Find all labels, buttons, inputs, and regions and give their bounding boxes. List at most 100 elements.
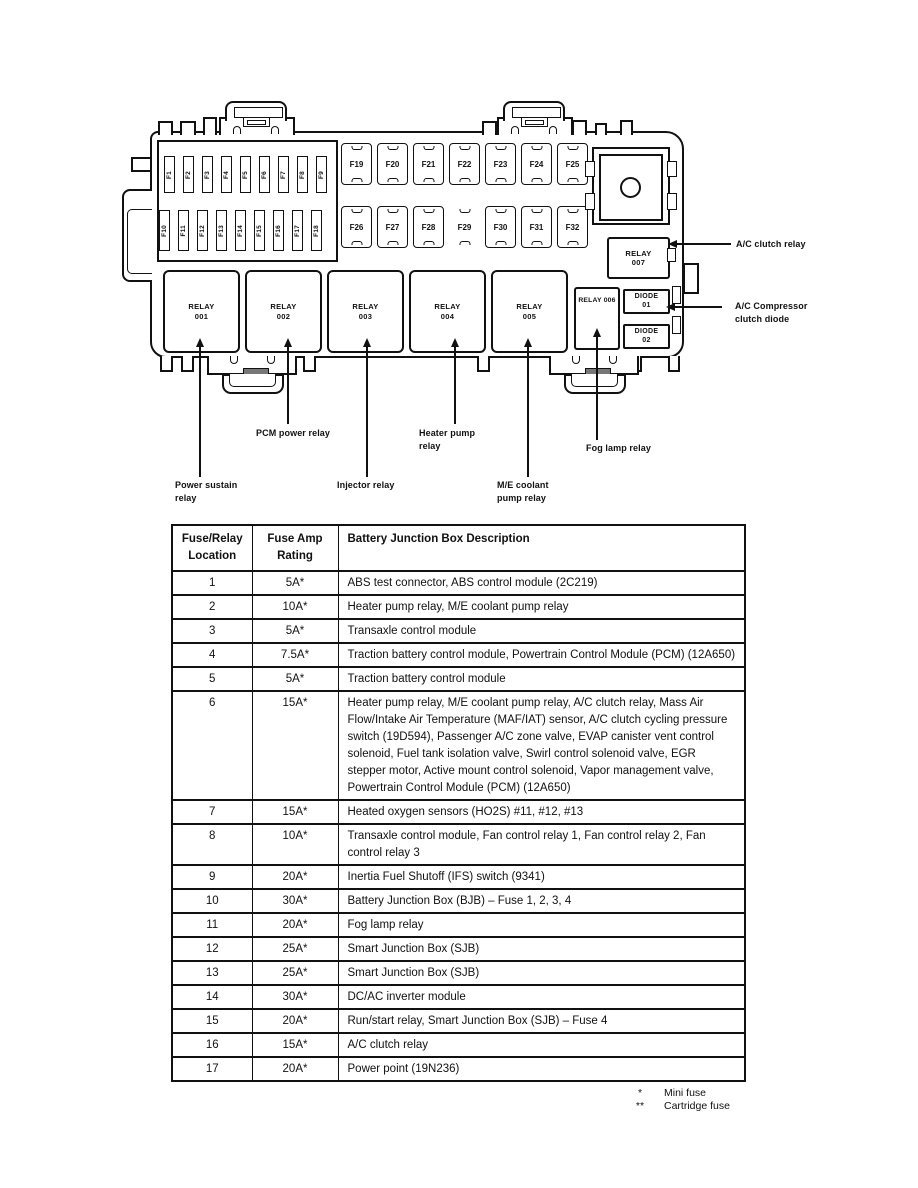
col-header-description: Battery Junction Box Description	[337, 524, 746, 572]
left-step	[131, 157, 152, 172]
right-protrusion	[683, 263, 699, 294]
fuse: F18	[311, 210, 322, 251]
fuse: F20	[377, 143, 408, 185]
fuse: F28	[413, 206, 444, 248]
relay-007: RELAY 007	[607, 237, 670, 279]
fuse: F1	[164, 156, 175, 193]
cell-amp: 15A*	[251, 799, 339, 825]
top-bump	[203, 117, 217, 135]
cell-desc: Heated oxygen sensors (HO2S) #11, #12, #…	[337, 799, 746, 825]
cell-desc: Smart Junction Box (SJB)	[337, 960, 746, 986]
fuse: F22	[449, 143, 480, 185]
callout-line	[454, 347, 456, 424]
cell-location: 14	[171, 984, 253, 1010]
cell-amp: 5A*	[251, 570, 339, 596]
cell-amp: 25A*	[251, 960, 339, 986]
cell-desc: Traction battery control module, Powertr…	[337, 642, 746, 668]
top-connector-leg	[271, 126, 279, 134]
fuse: F8	[297, 156, 308, 193]
component-tab	[585, 193, 595, 210]
fuse: F10	[159, 210, 170, 251]
cell-location: 5	[171, 666, 253, 692]
footnote-mini-fuse: *Mini fuse	[632, 1087, 730, 1100]
cell-location: 17	[171, 1056, 253, 1082]
footnote-symbol: **	[635, 1100, 645, 1112]
diode-label: 02	[642, 336, 651, 344]
cell-amp: 25A*	[251, 936, 339, 962]
relay-007-tab	[667, 248, 676, 262]
top-connector-slot	[512, 107, 561, 118]
cell-desc: Smart Junction Box (SJB)	[337, 936, 746, 962]
cell-location: 8	[171, 823, 253, 866]
relay-label: RELAY 006	[578, 297, 616, 304]
top-connector-notch-inner	[247, 120, 266, 125]
callout-line	[287, 347, 289, 424]
cell-desc: Power point (19N236)	[337, 1056, 746, 1082]
callout-injector-relay: Injector relay	[337, 480, 395, 490]
fuse: F14	[235, 210, 246, 251]
fuse: F7	[278, 156, 289, 193]
relay-004: RELAY 004	[409, 270, 486, 353]
relay-label: RELAY	[352, 302, 379, 311]
callout-line	[674, 306, 722, 308]
fuse: F21	[413, 143, 444, 185]
top-connector-leg	[549, 126, 557, 134]
fuse: F15	[254, 210, 265, 251]
cell-desc: Transaxle control module	[337, 618, 746, 644]
fuse: F31	[521, 206, 552, 248]
cell-desc: A/C clutch relay	[337, 1032, 746, 1058]
cell-desc: Heater pump relay, M/E coolant pump rela…	[337, 594, 746, 620]
top-bump	[158, 121, 173, 135]
footnote-cartridge-fuse: **Cartridge fuse	[632, 1100, 730, 1113]
top-bump	[620, 120, 633, 135]
arrow-left-icon	[666, 303, 675, 311]
cell-amp: 15A*	[251, 1032, 339, 1058]
fuse-row-f19-f25: F19 F20 F21 F22 F23 F24 F25	[341, 143, 588, 185]
arrow-up-icon	[451, 338, 459, 347]
cell-amp: 15A*	[251, 690, 339, 801]
cell-location: 1	[171, 570, 253, 596]
relay-label: RELAY	[625, 249, 652, 258]
cell-location: 7	[171, 799, 253, 825]
callout-me-coolant-pump-relay: M/E coolant pump relay	[497, 480, 549, 503]
top-bump	[482, 121, 497, 135]
battery-junction-box-diagram: F1 F2 F3 F4 F5 F6 F7 F8 F9 F10 F11 F12 F…	[0, 0, 918, 510]
right-tab	[672, 286, 681, 304]
cell-amp: 10A*	[251, 594, 339, 620]
relay-label: RELAY	[516, 302, 543, 311]
callout-line	[527, 347, 529, 477]
footnote-symbol: *	[637, 1087, 643, 1099]
diode-02: DIODE 02	[623, 324, 670, 349]
bottom-tooth	[477, 356, 490, 372]
diode-label: 01	[642, 301, 651, 309]
diode-01: DIODE 01	[623, 289, 670, 314]
callout-heater-pump-relay: Heater pump relay	[419, 428, 476, 451]
top-connector-notch-inner	[525, 120, 544, 125]
fuse: F4	[221, 156, 232, 193]
cell-desc: Heater pump relay, M/E coolant pump rela…	[337, 690, 746, 801]
fuse-row-f26-f32: F26 F27 F28 F29 F30 F31 F32	[341, 206, 588, 248]
cell-amp: 30A*	[251, 888, 339, 914]
cell-amp: 5A*	[251, 618, 339, 644]
diode-label: DIODE	[634, 328, 659, 335]
cell-amp: 20A*	[251, 864, 339, 890]
callout-power-sustain-relay: Power sustain relay	[175, 480, 238, 503]
cell-location: 2	[171, 594, 253, 620]
bottom-tooth	[303, 356, 316, 372]
cell-desc: ABS test connector, ABS control module (…	[337, 570, 746, 596]
callout-line	[199, 347, 201, 477]
cell-amp: 10A*	[251, 823, 339, 866]
component-tab	[585, 161, 595, 177]
top-connector-slot	[234, 107, 283, 118]
fuse: F12	[197, 210, 208, 251]
